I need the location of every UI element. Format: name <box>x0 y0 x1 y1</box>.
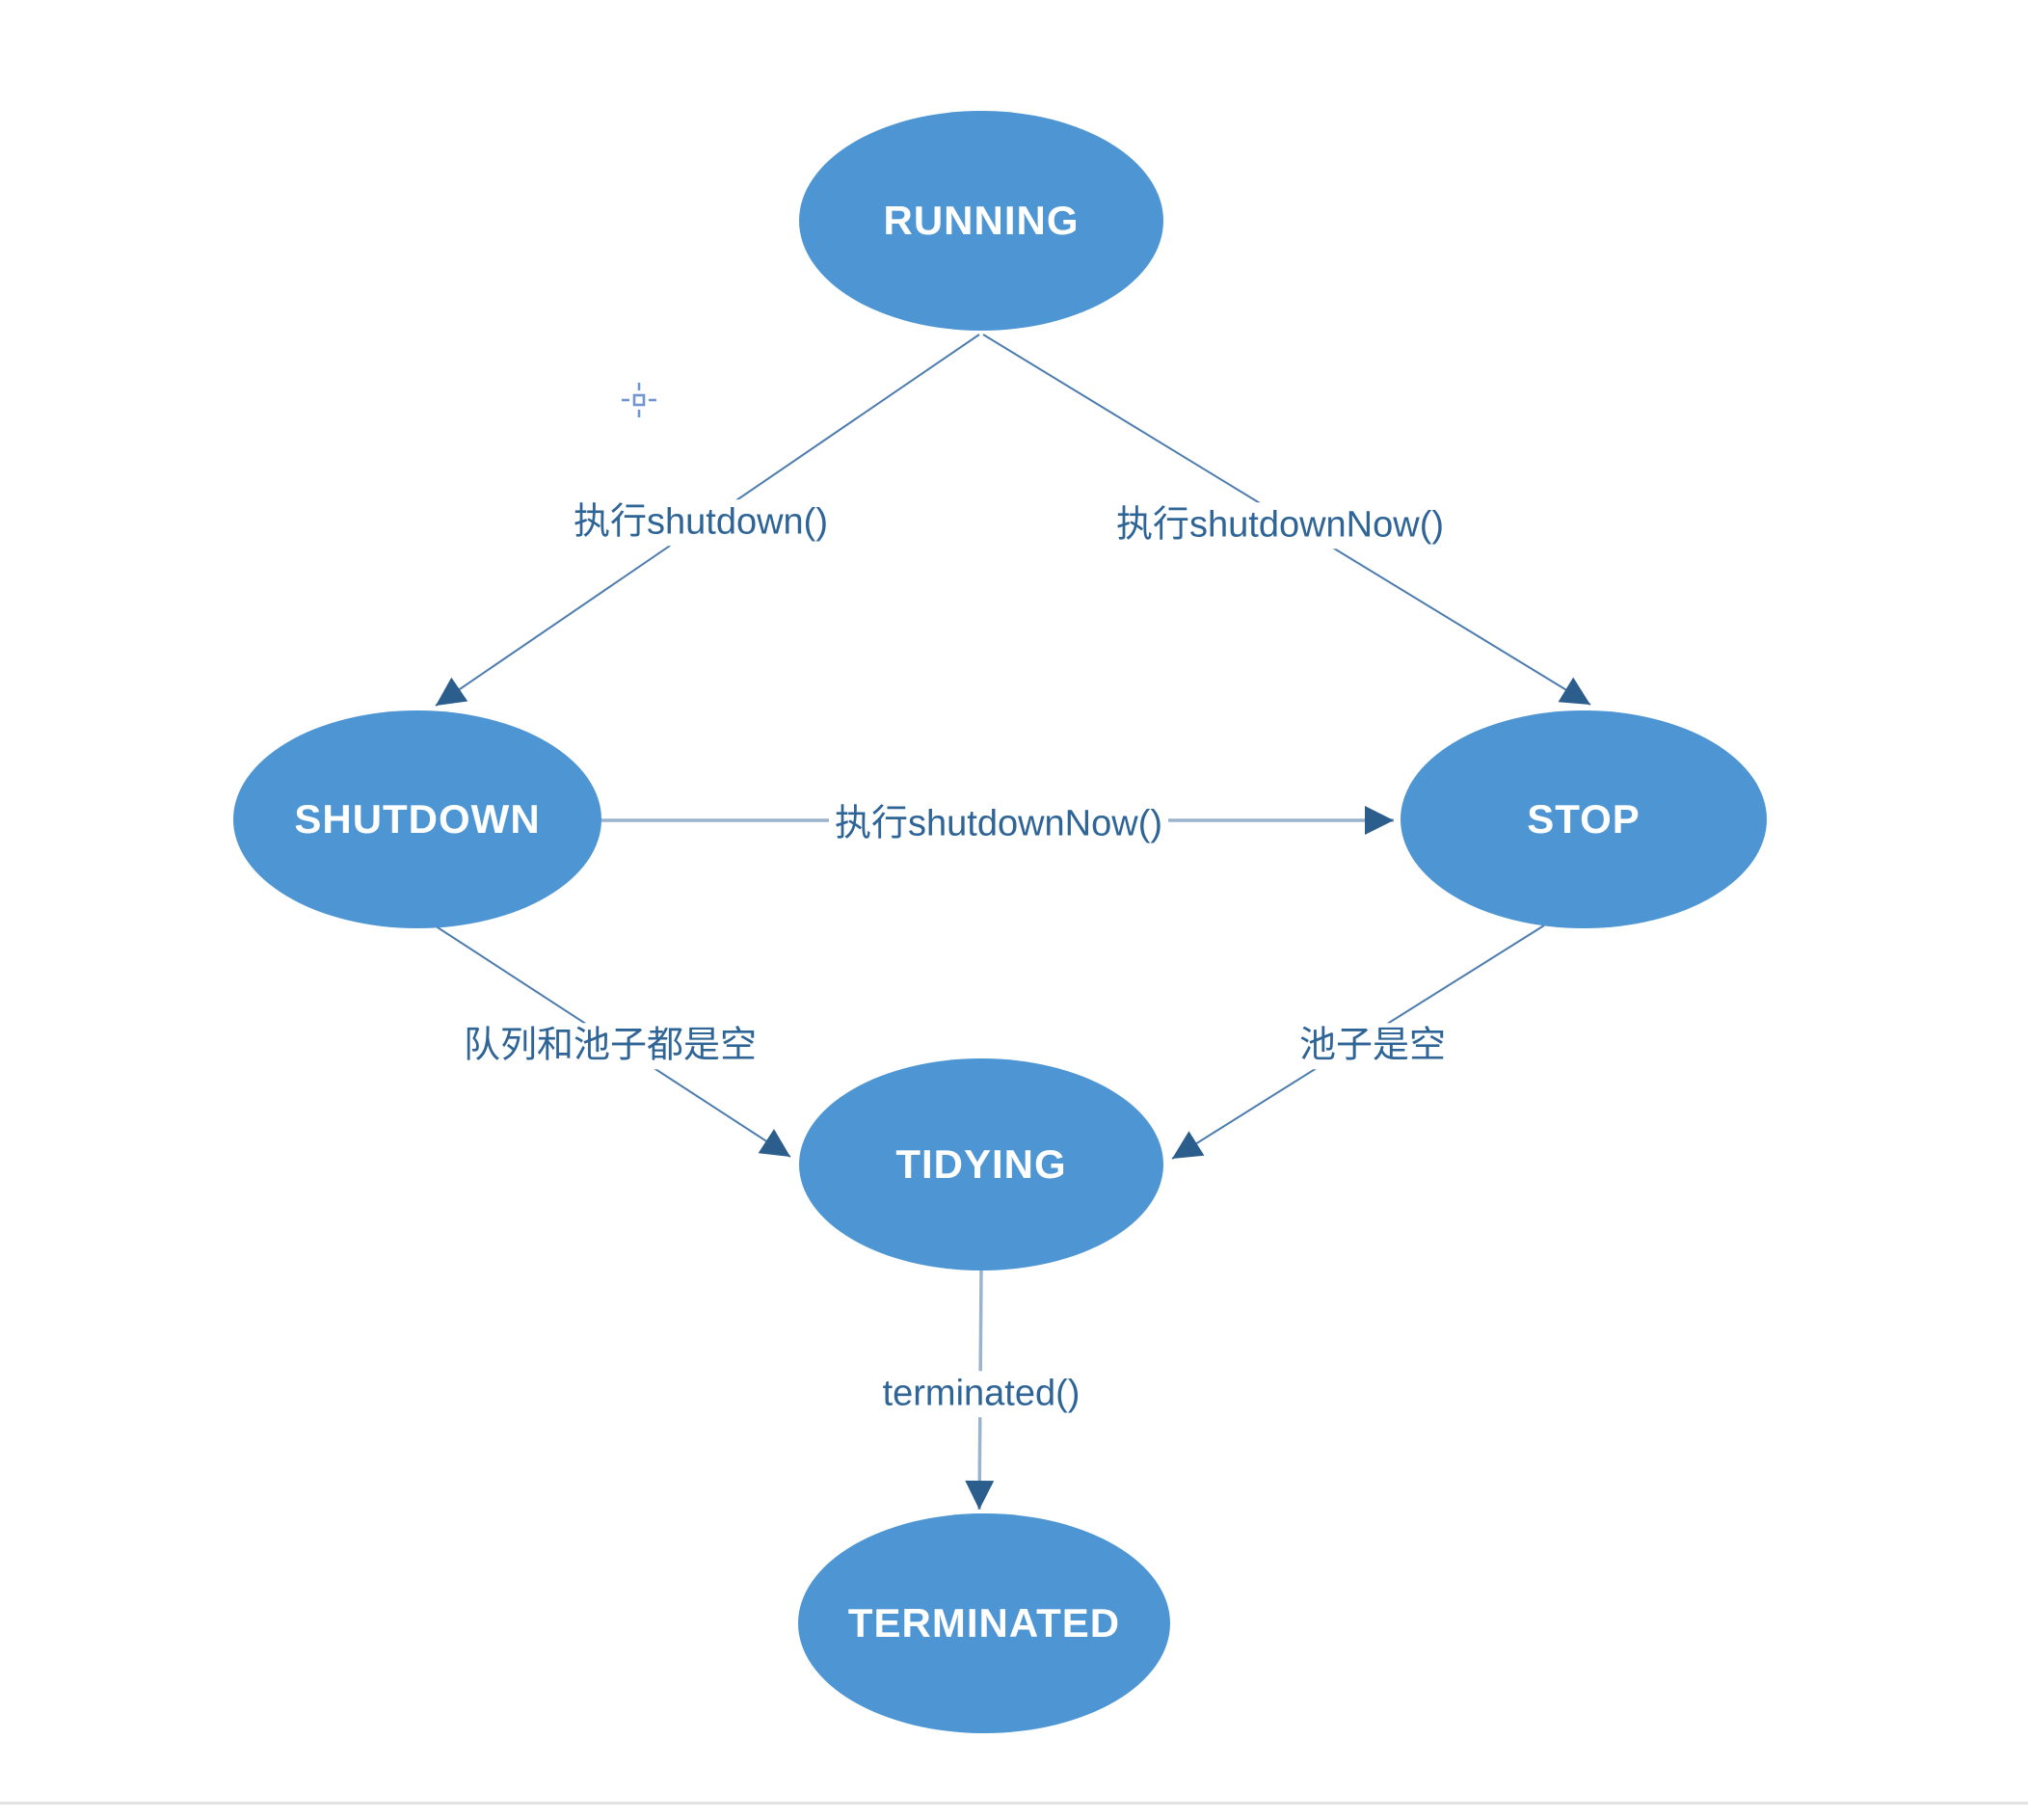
state-node-tidying: TIDYING <box>799 1058 1163 1271</box>
crosshair-icon <box>622 383 656 417</box>
state-node-terminated: TERMINATED <box>798 1513 1170 1733</box>
state-node-running: RUNNING <box>799 111 1163 331</box>
state-label-shutdown: SHUTDOWN <box>294 796 541 842</box>
state-label-stop: STOP <box>1527 796 1641 842</box>
state-label-tidying: TIDYING <box>895 1141 1067 1187</box>
edge-label-shutdownnow-call-middle: 执行shutdownNow() <box>829 801 1168 847</box>
edge-label-terminated-call: terminated() <box>876 1371 1086 1417</box>
edge-label-shutdownnow-call-top: 执行shutdownNow() <box>1110 502 1450 549</box>
state-label-terminated: TERMINATED <box>847 1600 1121 1646</box>
edge-label-queue-and-pool-empty: 队列和池子都是空 <box>457 1023 763 1069</box>
edge-label-shutdown-call: 执行shutdown() <box>568 499 834 546</box>
state-node-shutdown: SHUTDOWN <box>233 710 601 928</box>
state-label-running: RUNNING <box>883 198 1080 243</box>
edge-label-pool-empty: 池子是空 <box>1293 1023 1453 1069</box>
bottom-divider-line <box>0 1802 2028 1805</box>
state-node-stop: STOP <box>1401 710 1767 928</box>
